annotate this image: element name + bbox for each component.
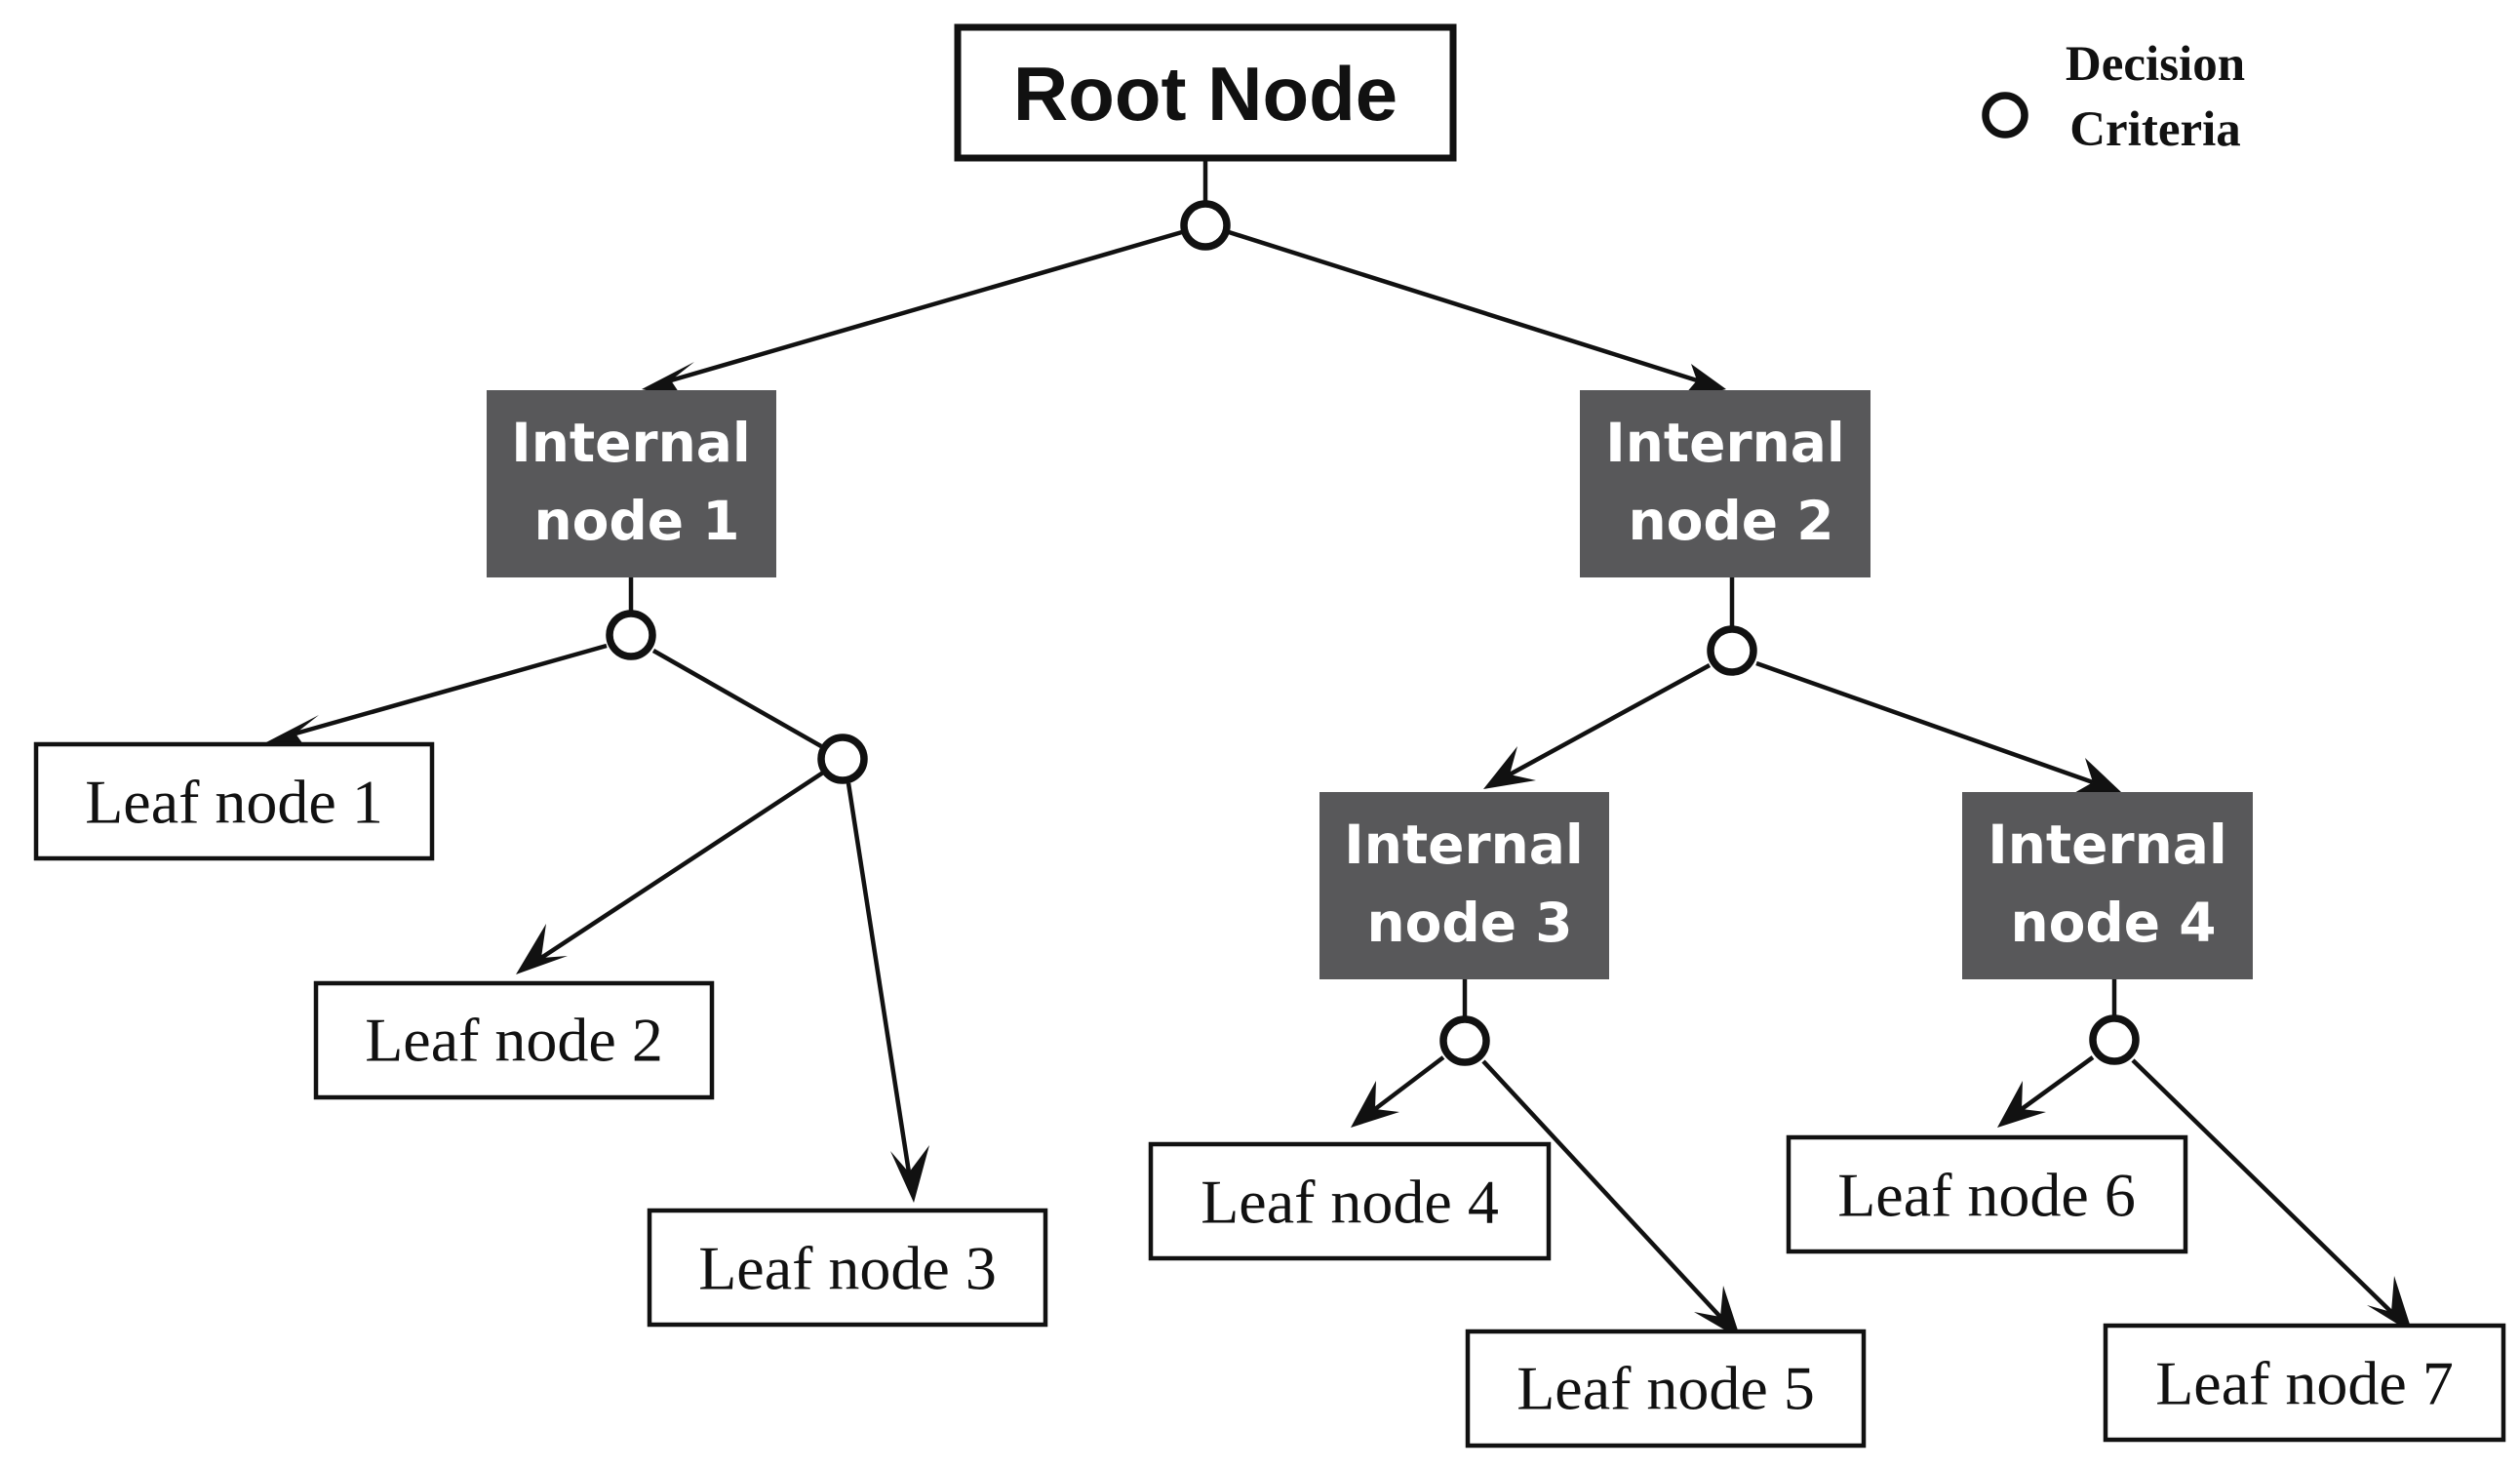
tree-edges — [295, 158, 2393, 1319]
leaf-node-6-box — [1786, 1134, 2188, 1254]
internal-node-1-box — [487, 390, 776, 577]
legend-line-1: Decision — [2066, 37, 2245, 92]
edge-internal-2-to-internal-3 — [1508, 663, 1712, 776]
decision-internal-4-circle-icon — [2089, 1014, 2140, 1065]
arrowhead-leaf-6 — [1997, 1081, 2046, 1128]
edge-decision-2-to-leaf-3 — [846, 782, 912, 1173]
decision-internal-2-circle-icon — [1707, 625, 1757, 676]
root-node: Root Node — [954, 23, 1457, 162]
leaf-node-4-label: Leaf node 4 — [1201, 1168, 1499, 1237]
leaf-node-3-box — [647, 1208, 1048, 1328]
internal-node-4-line2: node 4 — [2010, 892, 2216, 954]
edge-internal-3-to-leaf-4 — [1373, 1055, 1445, 1111]
leaf-node-1-label: Leaf node 1 — [85, 768, 383, 837]
arrowhead-internal-1 — [642, 362, 694, 398]
decision-root-circle-icon — [1180, 200, 1231, 251]
root-node-box — [954, 23, 1457, 162]
leaf-node-5: Leaf node 5 — [1465, 1329, 1867, 1449]
internal-node-3-box — [1319, 792, 1609, 979]
decision-internal-3-circle-icon — [1439, 1015, 1490, 1066]
internal-node-4-box — [1962, 792, 2253, 979]
internal-node-1-line2: node 1 — [533, 490, 739, 552]
arrowhead-leaf-3 — [890, 1145, 929, 1203]
leaf-node-3-label: Leaf node 3 — [698, 1234, 997, 1303]
legend-line-2: Criteria — [2069, 102, 2241, 157]
leaf-node-6-label: Leaf node 6 — [1837, 1161, 2136, 1230]
legend: Decision Criteria — [1982, 37, 2245, 157]
edge-internal-4-to-leaf-6 — [2020, 1055, 2095, 1111]
leaf-node-7-label: Leaf node 7 — [2155, 1349, 2454, 1418]
internal-node-1-line1: Internal — [511, 412, 750, 474]
leaf-node-2-box — [313, 980, 715, 1100]
leaf-node-1-box — [33, 741, 435, 861]
leaf-node-5-label: Leaf node 5 — [1516, 1354, 1815, 1423]
internal-node-4-line1: Internal — [1988, 814, 2226, 876]
edge-internal-2-to-internal-4 — [1755, 660, 2094, 785]
leaf-node-6: Leaf node 6 — [1786, 1134, 2188, 1254]
legend-circle-icon — [1982, 92, 2028, 139]
internal-node-2-box — [1580, 390, 1870, 577]
internal-node-1: Internal node 1 — [487, 390, 776, 577]
edge-internal-1-to-decision-2 — [651, 649, 823, 748]
leaf-node-2-label: Leaf node 2 — [365, 1006, 663, 1075]
arrowhead-internal-4 — [2072, 758, 2121, 794]
internal-node-2-line1: Internal — [1605, 412, 1844, 474]
leaf-node-5-box — [1465, 1329, 1867, 1449]
internal-node-2: Internal node 2 — [1580, 390, 1870, 577]
edge-internal-4-to-leaf-7 — [2131, 1058, 2393, 1314]
edge-decision-2-to-leaf-2 — [539, 771, 825, 960]
arrowhead-internal-3 — [1483, 746, 1536, 789]
leaf-node-7-box — [2103, 1323, 2506, 1443]
decision-internal-1-circle-icon — [606, 610, 656, 660]
arrowhead-leaf-4 — [1351, 1081, 1399, 1128]
tree-arrowheads — [266, 362, 2413, 1339]
arrowhead-leaf-5 — [1694, 1286, 1741, 1339]
internal-node-4: Internal node 4 — [1962, 792, 2253, 979]
internal-node-3-line2: node 3 — [1366, 892, 1572, 954]
internal-node-3: Internal node 3 — [1319, 792, 1609, 979]
arrowhead-leaf-2 — [516, 924, 568, 974]
leaf-node-3: Leaf node 3 — [647, 1208, 1048, 1328]
leaf-node-2: Leaf node 2 — [313, 980, 715, 1100]
edge-root-to-internal-2 — [1228, 229, 1698, 383]
leaf-node-4-box — [1148, 1141, 1552, 1261]
edge-root-to-internal-1 — [670, 229, 1183, 383]
internal-node-2-line2: node 2 — [1628, 490, 1833, 552]
edge-internal-1-to-leaf-1 — [295, 643, 608, 736]
leaf-node-4: Leaf node 4 — [1148, 1141, 1552, 1261]
leaf-node-1: Leaf node 1 — [33, 741, 435, 861]
edge-internal-3-to-leaf-5 — [1481, 1059, 1722, 1319]
decision-sub-circle-icon — [817, 734, 868, 784]
internal-node-3-line1: Internal — [1344, 814, 1583, 876]
decision-criteria-points — [606, 200, 2140, 1066]
root-node-label: Root Node — [1013, 51, 1398, 137]
arrowhead-leaf-7 — [2367, 1276, 2413, 1333]
leaf-node-7: Leaf node 7 — [2103, 1323, 2506, 1443]
